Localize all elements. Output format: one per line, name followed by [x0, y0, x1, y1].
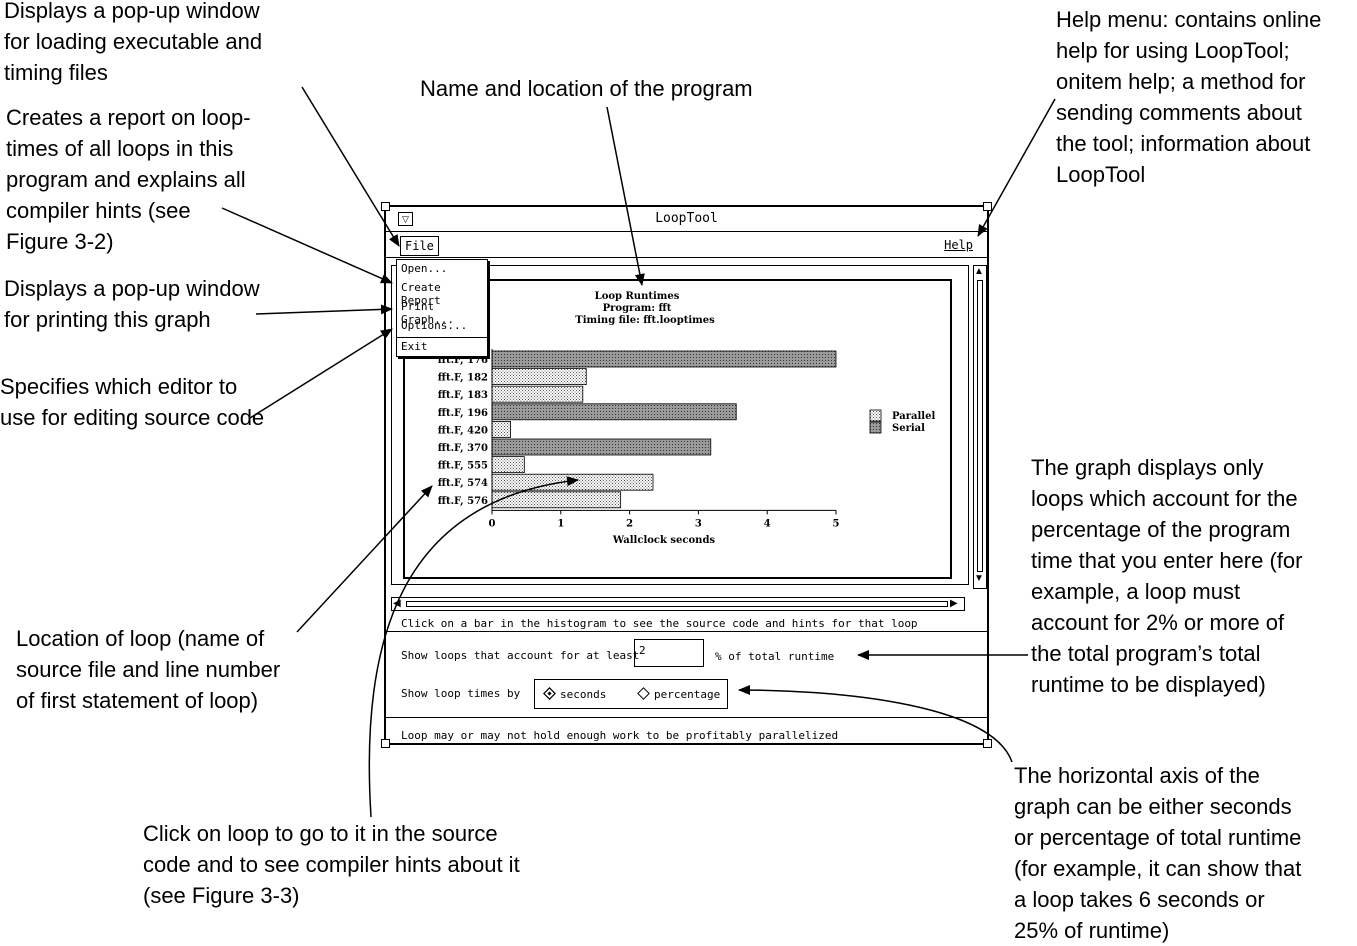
threshold-input[interactable]: 2	[634, 639, 704, 667]
divider	[386, 717, 987, 718]
threshold-label: Show loops that account for at least	[401, 649, 640, 662]
menu-item-open[interactable]: Open...	[401, 262, 448, 275]
graph-pane	[391, 265, 969, 585]
window-title: LoopTool	[655, 211, 718, 226]
menu-item-create-report[interactable]: Create Report	[401, 281, 441, 307]
window-corner[interactable]	[381, 202, 390, 211]
callout-threshold: The graph displays only loops which acco…	[1031, 455, 1303, 697]
callout-open: Displays a pop-up window for loading exe…	[4, 0, 263, 85]
callout-options: Specifies which editor to use for editin…	[0, 374, 265, 430]
divider	[386, 631, 987, 632]
menu-item-options[interactable]: Options...	[401, 319, 468, 332]
hint-status-text: Click on a bar in the histogram to see t…	[401, 617, 918, 630]
help-menu-button[interactable]: Help	[944, 238, 973, 252]
looptool-window: ▽ LoopTool File Help Open... Create Repo…	[381, 202, 992, 748]
arrow-to-print-graph	[255, 304, 393, 315]
menu-item-exit[interactable]: Exit	[401, 340, 428, 353]
callout-click-loop: Click on loop to go to it in the source …	[143, 821, 520, 908]
arrow-to-options	[249, 328, 393, 419]
menu-bar: File Help	[386, 235, 987, 258]
horizontal-scroll-track[interactable]	[406, 601, 948, 607]
graph-canvas[interactable]	[403, 279, 952, 579]
window-corner[interactable]	[381, 739, 390, 748]
radio-seconds[interactable]: seconds	[543, 687, 607, 701]
arrow-to-help	[977, 98, 1056, 237]
threshold-suffix: % of total runtime	[715, 650, 835, 663]
radio-selected-icon	[543, 687, 556, 700]
menu-separator	[397, 337, 487, 338]
vertical-scrollbar[interactable]: ▲ ▼	[973, 265, 987, 589]
window-corner[interactable]	[983, 202, 992, 211]
window-corner[interactable]	[983, 739, 992, 748]
callout-create-report: Creates a report on loop- times of all l…	[6, 105, 251, 254]
show-by-label: Show loop times by	[401, 687, 521, 700]
scroll-down-icon[interactable]: ▼	[974, 573, 984, 584]
callout-program-name: Name and location of the program	[420, 76, 753, 101]
horizontal-scrollbar[interactable]: ◀ ▶	[391, 597, 965, 611]
callout-help-menu: Help menu: contains online help for usin…	[1056, 7, 1322, 187]
callout-axis: The horizontal axis of the graph can be …	[1014, 763, 1302, 943]
radio-seconds-label: seconds	[560, 688, 607, 701]
scroll-right-icon[interactable]: ▶	[950, 598, 958, 609]
scroll-left-icon[interactable]: ◀	[393, 598, 401, 609]
menu-item-print-graph[interactable]: Print Graph...	[401, 300, 454, 326]
footer-status-text: Loop may or may not hold enough work to …	[401, 729, 839, 742]
radio-percentage[interactable]: percentage	[637, 687, 721, 701]
units-radio-group: seconds percentage	[534, 679, 728, 709]
title-bar: ▽ LoopTool	[386, 207, 987, 232]
callout-loop-location: Location of loop (name of source file an…	[16, 626, 281, 713]
callout-print-graph: Displays a pop-up window for printing th…	[4, 276, 260, 332]
file-menu-dropdown: Open... Create Report Print Graph... Opt…	[396, 259, 488, 357]
scroll-up-icon[interactable]: ▲	[974, 266, 984, 277]
vertical-scroll-track[interactable]	[977, 280, 983, 572]
radio-unselected-icon	[637, 687, 650, 700]
radio-percentage-label: percentage	[654, 688, 721, 701]
file-menu-button[interactable]: File	[400, 236, 439, 256]
